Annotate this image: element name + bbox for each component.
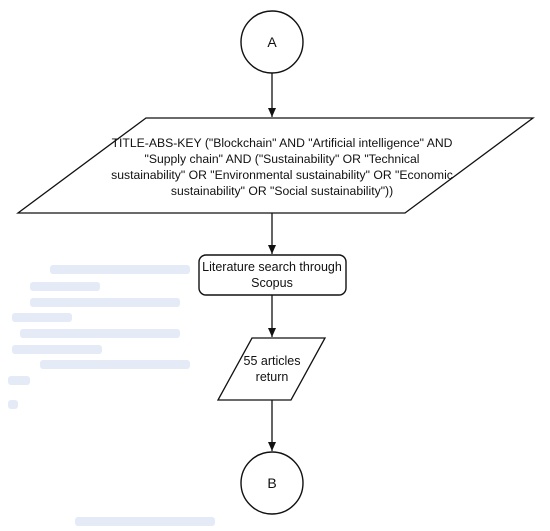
faint-artifact bbox=[12, 345, 102, 354]
query-line-1: TITLE-ABS-KEY ("Blockchain" AND "Artific… bbox=[112, 136, 453, 150]
connector-b: B bbox=[240, 451, 304, 515]
connector-b-circle bbox=[240, 451, 304, 515]
query-box-shape bbox=[16, 117, 535, 214]
query-line-3: sustainability" OR "Environmental sustai… bbox=[111, 168, 453, 182]
search-line-1: Literature search through bbox=[202, 260, 342, 274]
result-box-shape bbox=[216, 337, 327, 401]
faint-artifact bbox=[50, 265, 190, 274]
faint-artifact bbox=[40, 360, 190, 369]
search-box: Literature search through Scopus bbox=[198, 254, 347, 296]
search-line-2: Scopus bbox=[251, 276, 293, 290]
faint-artifact bbox=[30, 282, 100, 291]
query-line-4: sustainability" OR "Social sustainabilit… bbox=[171, 184, 393, 198]
faint-artifact bbox=[20, 329, 180, 338]
faint-artifact bbox=[8, 376, 30, 385]
faint-artifact bbox=[30, 298, 180, 307]
query-line-2: "Supply chain" AND ("Sustainability" OR … bbox=[145, 152, 420, 166]
faint-artifact bbox=[8, 400, 18, 409]
query-box: TITLE-ABS-KEY ("Blockchain" AND "Artific… bbox=[16, 117, 535, 214]
faint-artifact bbox=[12, 313, 72, 322]
result-line-1: 55 articles bbox=[244, 354, 301, 368]
result-box: 55 articles return bbox=[216, 337, 327, 401]
faint-artifact bbox=[75, 517, 215, 526]
connector-b-label: B bbox=[267, 475, 276, 491]
result-line-2: return bbox=[256, 370, 289, 384]
connector-a: A bbox=[240, 10, 304, 74]
connector-a-label: A bbox=[267, 34, 277, 50]
